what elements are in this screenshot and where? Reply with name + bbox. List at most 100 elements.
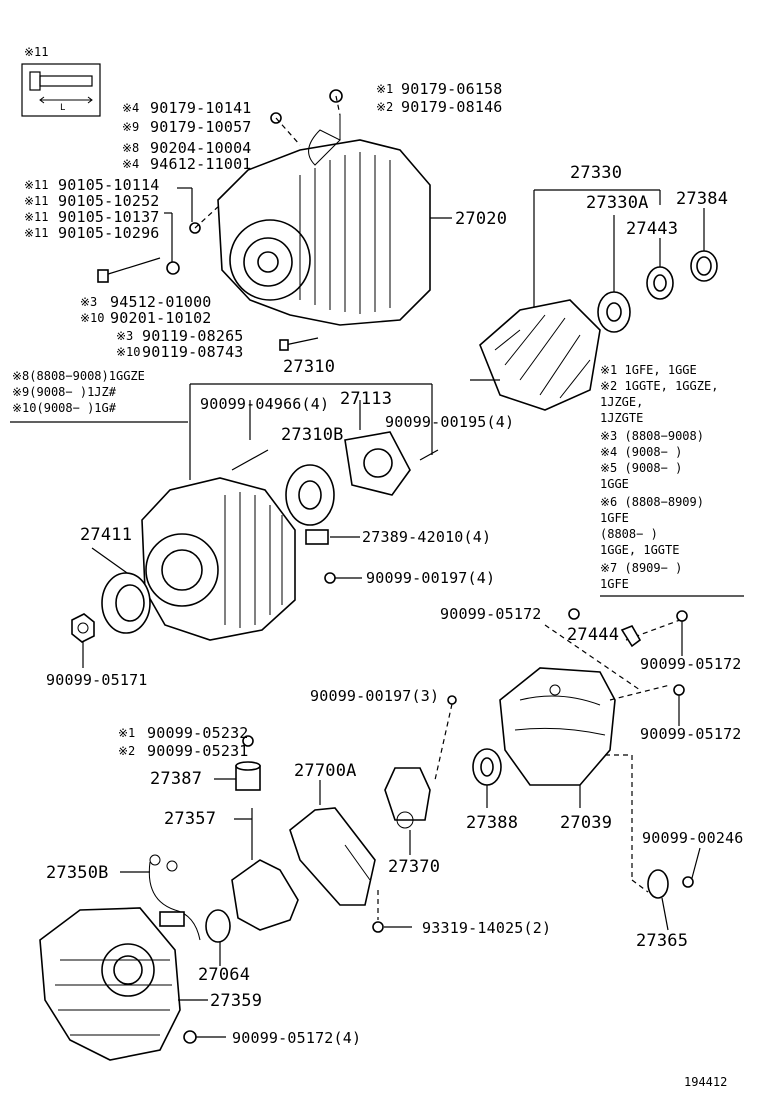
mark-10: ※10 (80, 311, 105, 325)
part-90099-05231[interactable]: 90099-05231 (147, 742, 249, 760)
part-90204-10004[interactable]: 90204-10004 (150, 139, 252, 157)
part-90105-10296[interactable]: 90105-10296 (58, 224, 160, 242)
nut-icon-8 (183, 1030, 197, 1044)
part-27330[interactable]: 27330 (570, 163, 623, 183)
part-90179-10141[interactable]: 90179-10141 (150, 99, 252, 117)
nut-icon-7 (242, 735, 254, 747)
left-note: ※9(9008− )1JZ# (12, 385, 116, 399)
part-27388[interactable]: 27388 (466, 813, 519, 833)
part-90099-00197-4[interactable]: 90099-00197(4) (366, 569, 496, 587)
right-note: 1GFE (600, 577, 629, 591)
brush-holder-icon-27370 (384, 767, 431, 829)
part-90099-05172-a[interactable]: 90099-05172 (440, 605, 542, 623)
bolt-inset-icon (29, 71, 93, 104)
right-note: 1JZGTE (600, 411, 644, 425)
part-27370[interactable]: 27370 (388, 857, 441, 877)
part-94612-11001[interactable]: 94612-11001 (150, 155, 252, 173)
part-90099-00246[interactable]: 90099-00246 (642, 829, 744, 847)
part-90099-05172-b[interactable]: 90099-05172 (640, 655, 742, 673)
part-27357[interactable]: 27357 (164, 809, 217, 829)
mark-9: ※9 (122, 120, 140, 134)
part-27365[interactable]: 27365 (636, 931, 689, 951)
part-90105-10114[interactable]: 90105-10114 (58, 176, 160, 194)
nut-icon-6 (673, 684, 685, 696)
mark-11b: ※11 (24, 194, 49, 208)
part-27330A[interactable]: 27330A (586, 193, 649, 213)
part-90179-08146[interactable]: 90179-08146 (401, 98, 503, 116)
part-27064[interactable]: 27064 (198, 965, 251, 985)
bushing-icon-27388 (472, 748, 502, 786)
mark-2: ※2 (376, 100, 394, 114)
part-90201-10102[interactable]: 90201-10102 (110, 309, 212, 327)
part-94512-01000[interactable]: 94512-01000 (110, 293, 212, 311)
mark-11c: ※11 (24, 210, 49, 224)
part-27387[interactable]: 27387 (150, 769, 203, 789)
part-90179-10057[interactable]: 90179-10057 (150, 118, 252, 136)
part-90099-05172-c[interactable]: 90099-05172 (640, 725, 742, 743)
screw-icon-5 (372, 921, 384, 933)
part-27411[interactable]: 27411 (80, 525, 133, 545)
mark-2c: ※2 (118, 744, 136, 758)
pulley-nut-icon (71, 613, 95, 643)
part-90119-08265[interactable]: 90119-08265 (142, 327, 244, 345)
right-note: ※7 (8909− ) (600, 561, 683, 575)
plate-icon-27113 (344, 431, 411, 496)
part-27350B[interactable]: 27350B (46, 863, 109, 883)
part-27113[interactable]: 27113 (340, 389, 393, 409)
dimension-label: L (60, 103, 66, 113)
stator-bracket-icon-27357 (231, 808, 299, 931)
part-27310B[interactable]: 27310B (281, 425, 344, 445)
bolt-icon-mid (279, 337, 319, 351)
screw-icon (419, 449, 439, 461)
right-note: ※5 (9008− ) (600, 461, 683, 475)
mark-4: ※4 (122, 101, 140, 115)
part-27039[interactable]: 27039 (560, 813, 613, 833)
part-93319-14025[interactable]: 93319-14025(2) (422, 919, 552, 937)
part-90099-00197-3[interactable]: 90099-00197(3) (310, 687, 440, 705)
part-27389-42010[interactable]: 27389-42010(4) (362, 528, 492, 546)
rectifier-cap-icon-27387 (235, 761, 261, 791)
part-90105-10252[interactable]: 90105-10252 (58, 192, 160, 210)
part-27384[interactable]: 27384 (676, 189, 729, 209)
part-90099-05171[interactable]: 90099-05171 (46, 671, 148, 689)
wire-icon-27350B (148, 854, 201, 941)
right-note: 1GGE (600, 477, 629, 491)
part-27443[interactable]: 27443 (626, 219, 679, 239)
right-note: ※1 1GFE, 1GGE (600, 363, 697, 377)
part-27700A[interactable]: 27700A (294, 761, 357, 781)
part-90179-06158[interactable]: 90179-06158 (401, 80, 503, 98)
screw-icon-2 (324, 572, 336, 584)
regulator-icon-27700A (289, 807, 376, 906)
clip-icon (305, 529, 329, 545)
part-90119-08743[interactable]: 90119-08743 (142, 343, 244, 361)
washer-icon (166, 261, 180, 275)
right-note: ※2 1GGTE, 1GGZE, (600, 379, 719, 393)
mark-4b: ※4 (122, 157, 140, 171)
part-90105-10137[interactable]: 90105-10137 (58, 208, 160, 226)
rotor-icon (470, 299, 601, 411)
right-note: (8808− ) (600, 527, 658, 541)
left-note: ※10(9008− )1G# (12, 401, 116, 415)
mark-3: ※3 (80, 295, 98, 309)
rear-frame-icon-27359 (39, 907, 181, 1061)
mark-3b: ※3 (116, 329, 134, 343)
screw-icon-4 (447, 695, 457, 705)
right-note: ※4 (9008− ) (600, 445, 683, 459)
nut-icon-5 (676, 610, 688, 622)
part-27020[interactable]: 27020 (455, 209, 508, 229)
left-note: ※8(8808−9008)1GGZE (12, 369, 145, 383)
part-27310[interactable]: 27310 (283, 357, 336, 377)
right-note: ※6 (8808−8909) (600, 495, 704, 509)
part-90099-04966[interactable]: 90099-04966(4) (200, 395, 330, 413)
alternator-assembly-icon (217, 115, 431, 326)
part-27359[interactable]: 27359 (210, 991, 263, 1011)
mark-11d: ※11 (24, 226, 49, 240)
part-27444[interactable]: 27444 (567, 625, 620, 645)
part-90099-05232[interactable]: 90099-05232 (147, 724, 249, 742)
right-note: 1JZGE, (600, 395, 644, 409)
part-90099-00195[interactable]: 90099-00195(4) (385, 413, 515, 431)
screw-icon-3 (682, 876, 694, 888)
part-90099-05172-4[interactable]: 90099-05172(4) (232, 1029, 362, 1047)
figure-id: 194412 (684, 1075, 728, 1089)
